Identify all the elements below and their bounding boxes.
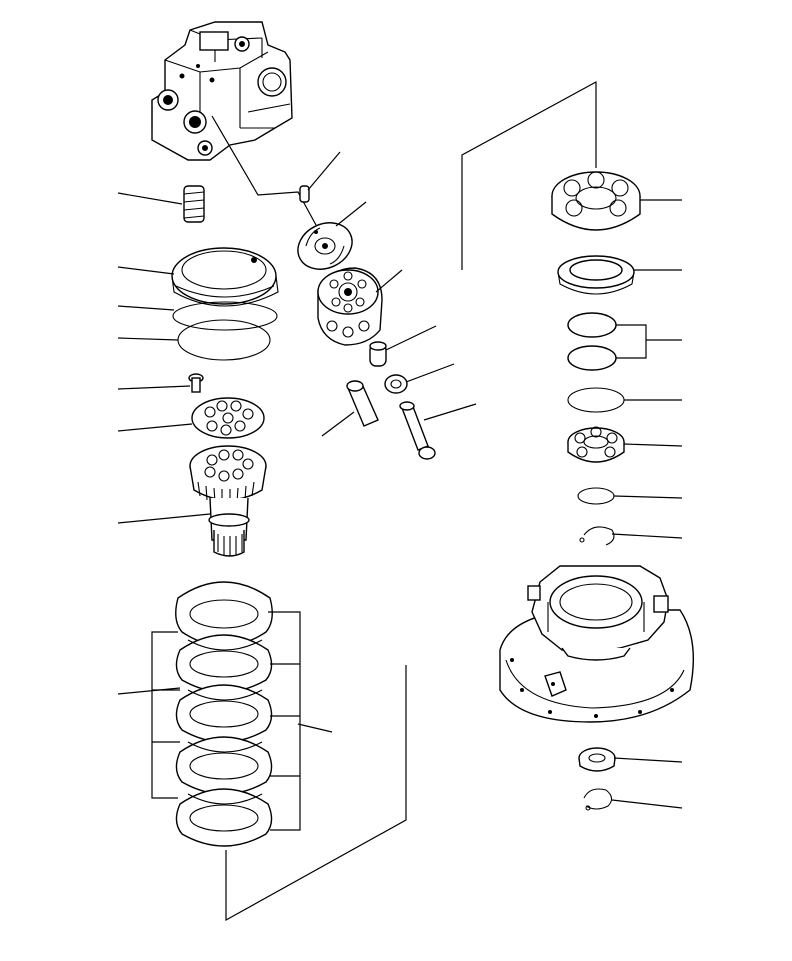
motor-housing xyxy=(499,565,694,723)
roller-bearing-large xyxy=(551,171,641,231)
drive-shaft xyxy=(189,445,267,557)
leader-lines-right xyxy=(611,199,683,809)
assembly-line-bottom xyxy=(225,665,407,922)
shim-lower xyxy=(567,345,617,371)
roller-bearing-small xyxy=(567,426,625,463)
o-ring-large xyxy=(172,301,278,331)
assembly-line xyxy=(211,115,317,226)
cylinder-block xyxy=(317,267,383,346)
retainer-plate xyxy=(191,397,265,439)
friction-disc-stack xyxy=(175,581,273,847)
valve-plate xyxy=(297,222,353,270)
piston xyxy=(346,380,379,427)
disc-bracket-right xyxy=(268,611,301,831)
snap-ring-1 xyxy=(577,487,615,505)
bearing-race xyxy=(171,247,279,307)
spring xyxy=(183,185,205,223)
disc-bracket-right-ticks xyxy=(270,663,300,777)
valve-body xyxy=(151,21,293,161)
valve-plate-pin xyxy=(299,185,310,203)
shim-bracket xyxy=(616,324,647,359)
bolt xyxy=(188,373,204,393)
leader-lines-middle xyxy=(307,151,477,437)
rod xyxy=(399,401,436,460)
leader-lines-left xyxy=(117,192,333,733)
washer xyxy=(384,374,408,394)
o-ring-small xyxy=(177,319,271,361)
seal-ring xyxy=(567,387,625,413)
circlip xyxy=(583,788,613,811)
piston-spring xyxy=(369,341,387,367)
needle-bearing xyxy=(578,747,616,772)
assembly-line-top-right xyxy=(461,80,597,270)
snap-ring-2 xyxy=(579,526,615,546)
shim-upper xyxy=(567,312,617,338)
oil-seal xyxy=(557,255,635,295)
disc-bracket-left xyxy=(151,631,178,799)
